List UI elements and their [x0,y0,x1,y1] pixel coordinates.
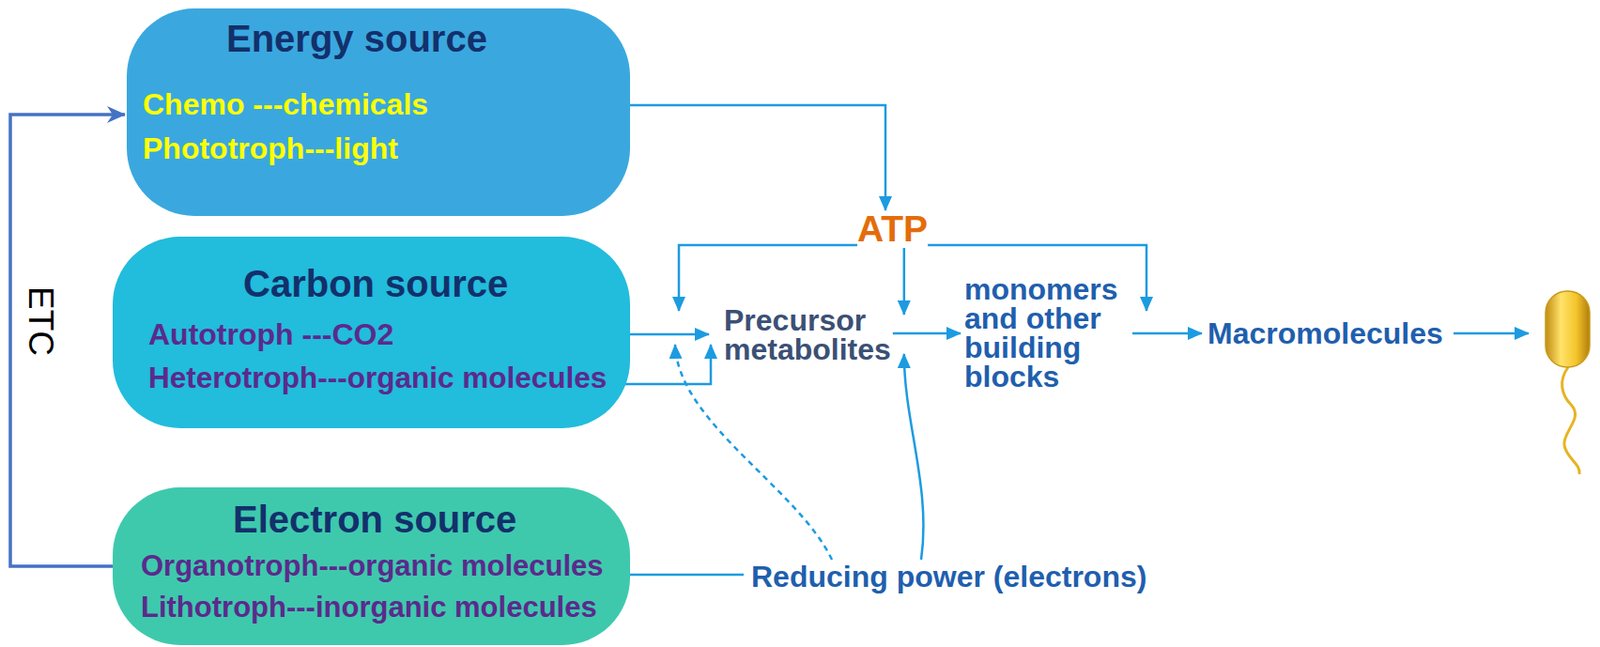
reducing-power-label: Reducing power (electrons) [751,561,1147,592]
precursor-label: Precursor metabolites [723,306,892,365]
box-heading: Energy source [226,16,488,61]
bacterium-cell [1545,291,1590,368]
box-line: Heterotroph---organic molecules [148,360,607,395]
box-line: Chemo ---chemicals [142,87,429,122]
process-label: Precursor metabolites [723,306,892,365]
bacterium-flagellum [1562,367,1581,475]
connector-arrow [678,245,858,311]
macromolecules-label: Macromolecules [1207,318,1444,349]
connector-arrow [892,332,961,336]
process-label: monomers and other building blocks [964,275,1129,392]
connector-arrow [904,353,924,560]
connector-arrow [630,573,744,577]
atp-label: ATP [857,210,928,248]
connector-arrow [903,247,907,315]
box-line: Phototroph---light [142,131,399,166]
connector-arrow [620,344,711,385]
process-label: Reducing power (electrons) [751,561,1147,592]
connector-arrow [675,344,832,560]
electron-source-box: Electron sourceOrganotroph---organic mol… [112,487,631,646]
carbon-source-box: Carbon sourceAutotroph ---CO2Heterotroph… [112,236,631,429]
edge-label: ETC [21,284,61,358]
arrow-to-cell [1453,332,1529,336]
monomers-label: monomers and other building blocks [964,275,1129,392]
etc-connector [10,114,125,567]
box-line: Lithotroph---inorganic molecules [140,590,598,625]
connector-arrow [1132,332,1202,336]
connector-arrow [630,105,886,211]
box-heading: Electron source [232,497,517,541]
connector-arrow [630,333,709,337]
process-label: ATP [857,210,928,248]
box-line: Organotroph---organic molecules [140,549,604,584]
edge-label-holder: ETC [21,284,61,358]
energy-source-box: Energy sourceChemo ---chemicalsPhototrop… [126,8,631,216]
box-line: Autotroph ---CO2 [148,317,394,352]
box-heading: Carbon source [243,261,508,306]
process-label: Macromolecules [1207,318,1444,349]
